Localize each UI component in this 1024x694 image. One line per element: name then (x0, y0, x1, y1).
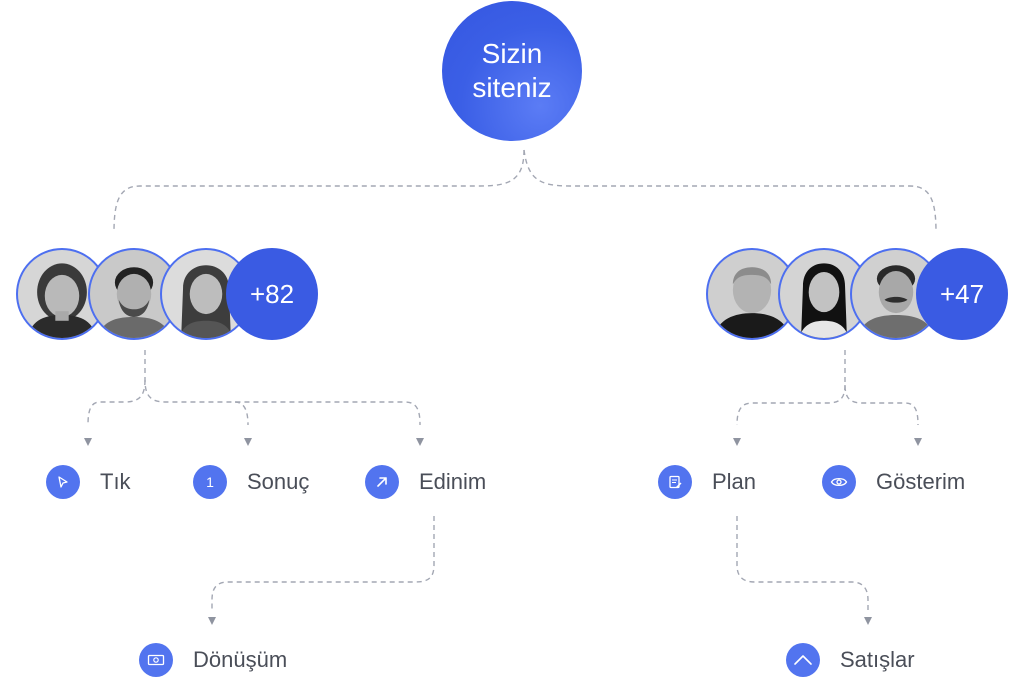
node-plan: Plan (658, 465, 756, 499)
arrow-up-right-icon (365, 465, 399, 499)
root-label-line2: siteniz (472, 72, 552, 103)
root-label-line1: Sizin (481, 38, 543, 69)
cursor-icon (46, 465, 80, 499)
node-label-edinim: Edinim (419, 469, 487, 494)
node-label-gosterim: Gösterim (876, 469, 966, 494)
banknote-icon (139, 643, 173, 677)
node-label-plan: Plan (712, 469, 757, 494)
node-satislar: Satışlar (786, 643, 915, 677)
node-gosterim: Gösterim (822, 465, 965, 499)
node-label-tik: Tık (100, 469, 131, 494)
node-label-sonuc: Sonuç (247, 469, 310, 494)
node-donusum: Dönüşüm (139, 643, 287, 677)
avatar-man-beard (88, 248, 180, 340)
node-label-donusum: Dönüşüm (193, 647, 288, 672)
number-one-icon: 1 (193, 465, 227, 499)
chevron-up-icon (786, 643, 820, 677)
number-one-icon-text: 1 (206, 474, 214, 490)
document-edit-icon (658, 465, 692, 499)
node-label-satislar: Satışlar (840, 647, 915, 672)
right-group-count-badge: +47 (916, 248, 1008, 340)
left-group-count-badge: +82 (226, 248, 318, 340)
root-node-your-site: Sizin siteniz (442, 1, 582, 141)
node-sonuc: 1 Sonuç (193, 465, 309, 499)
node-edinim: Edinim (365, 465, 486, 499)
node-tik: Tık (46, 465, 131, 499)
eye-icon (822, 465, 856, 499)
avatar-woman-dark-hair (778, 248, 870, 340)
